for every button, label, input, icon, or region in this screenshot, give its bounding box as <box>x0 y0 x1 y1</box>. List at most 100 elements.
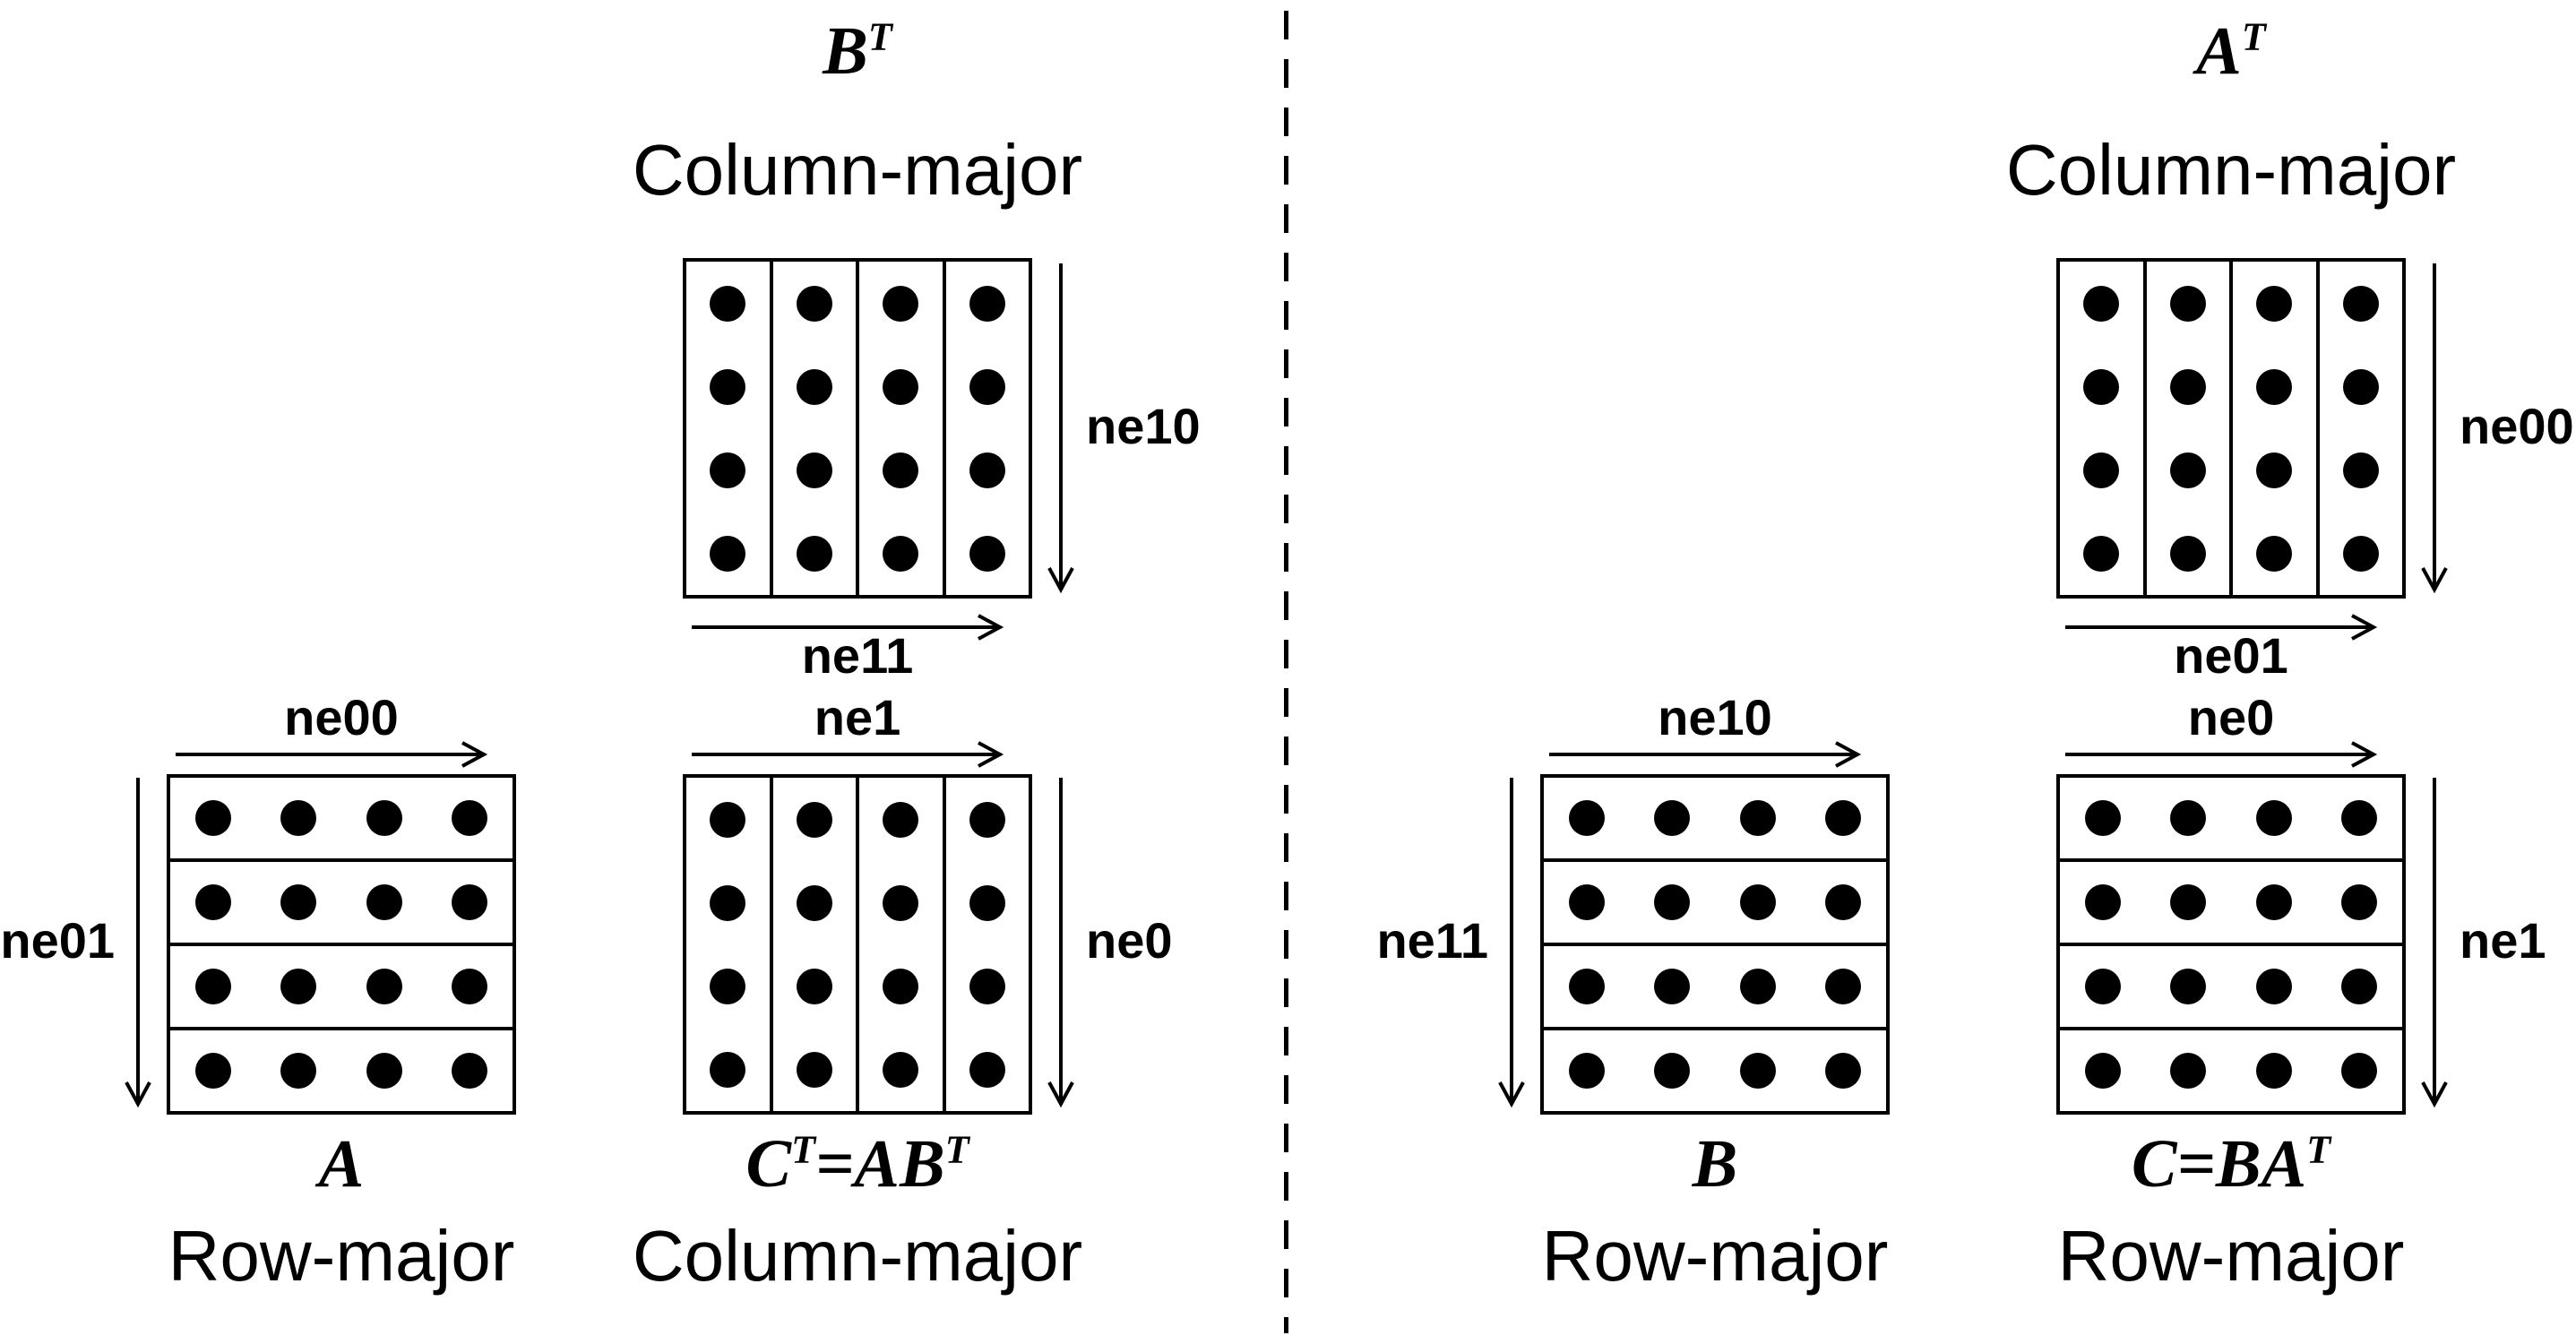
matrix-column <box>946 778 1030 1111</box>
matrix-element-dot <box>2341 1053 2378 1089</box>
matrix-element-dot <box>883 452 919 488</box>
matrix-element-dot <box>280 884 317 920</box>
matrix-element-dot <box>2341 969 2378 1004</box>
matrix-element-dot <box>2342 452 2379 488</box>
matrix-element-dot <box>1739 800 1776 836</box>
matrix-element-dot <box>969 1051 1005 1088</box>
matrix-title-at: AT <box>2007 15 2455 88</box>
matrix-row <box>1544 778 1886 862</box>
matrix-element-dot <box>452 969 488 1004</box>
matrix-row <box>2060 862 2402 946</box>
right-arrow-icon <box>692 614 1004 641</box>
axis-label-ne11: ne11 <box>1376 912 1488 969</box>
matrix-element-dot <box>2169 535 2206 572</box>
axis-label-ne00: ne00 <box>2460 398 2574 454</box>
matrix-title-bt: BT <box>633 13 1081 89</box>
matrix-column <box>859 262 946 595</box>
matrix-element-dot <box>1825 969 1862 1004</box>
matrix-element-dot <box>2083 535 2120 572</box>
down-arrow-icon <box>125 778 151 1108</box>
axis-label-ne0: ne0 <box>1086 912 1173 969</box>
matrix-element-dot <box>969 535 1005 572</box>
down-arrow-icon <box>2421 778 2448 1108</box>
matrix-element-dot <box>883 535 919 572</box>
matrix-element-dot <box>194 800 231 836</box>
matrix-element-dot <box>796 801 832 838</box>
matrix-row <box>2060 946 2402 1030</box>
matrix-element-dot <box>883 801 919 838</box>
matrix-element-dot <box>2084 884 2121 920</box>
matrix-element-dot <box>2342 535 2379 572</box>
matrix-element-dot <box>2256 535 2293 572</box>
matrix-element-dot <box>796 285 832 322</box>
matrix-element-dot <box>194 884 231 920</box>
matrix-element-dot <box>1825 800 1862 836</box>
matrix-column <box>2233 262 2320 595</box>
matrix-element-dot <box>796 452 832 488</box>
title-text: C=BA <box>2131 1126 2307 1202</box>
matrix-element-dot <box>1568 1053 1605 1089</box>
matrix-element-dot <box>2170 969 2207 1004</box>
matrix-element-dot <box>280 969 317 1004</box>
matrix-grid-c <box>2056 774 2406 1115</box>
matrix-element-dot <box>969 285 1005 322</box>
matrix-column <box>2060 262 2147 595</box>
matrix-grid-at <box>2056 258 2406 599</box>
matrix-column <box>773 262 859 595</box>
axis-label-ne1: ne1 <box>814 689 901 745</box>
matrix-element-dot <box>280 1053 317 1089</box>
matrix-element-dot <box>2341 800 2378 836</box>
matrix-row <box>170 1030 513 1111</box>
matrix-element-dot <box>194 1053 231 1089</box>
matrix-element-dot <box>2256 285 2293 322</box>
matrix-element-dot <box>1654 884 1691 920</box>
matrix-grid-ct <box>683 774 1032 1115</box>
down-arrow-icon <box>1047 263 1074 594</box>
matrix-element-dot <box>796 968 832 1004</box>
matrix-element-dot <box>796 368 832 405</box>
matrix-title-c: C=BAT <box>2007 1126 2455 1202</box>
matrix-element-dot <box>2255 1053 2292 1089</box>
matrix-element-dot <box>2084 800 2121 836</box>
matrix-element-dot <box>710 285 746 322</box>
matrix-element-dot <box>969 884 1005 921</box>
superscript-text: T <box>944 1127 969 1172</box>
right-arrow-icon <box>176 741 488 768</box>
matrix-element-dot <box>2341 884 2378 920</box>
superscript-text: T <box>791 1127 815 1172</box>
down-arrow-icon <box>2421 263 2448 594</box>
matrix-element-dot <box>452 884 488 920</box>
matrix-element-dot <box>710 1051 746 1088</box>
matrix-element-dot <box>1825 1053 1862 1089</box>
axis-label-ne01: ne01 <box>0 912 115 969</box>
title-text: =AB <box>815 1126 945 1202</box>
right-arrow-icon <box>2065 614 2378 641</box>
layout-label-a: Row-major <box>168 1216 515 1296</box>
matrix-row <box>1544 1030 1886 1111</box>
panel-divider <box>1284 11 1288 1333</box>
layout-label-ct: Column-major <box>632 1216 1083 1296</box>
down-arrow-icon <box>1498 778 1525 1108</box>
down-arrow-icon <box>1047 778 1074 1108</box>
matrix-column <box>2320 262 2403 595</box>
matrix-grid-a <box>167 774 516 1115</box>
axis-label-ne00: ne00 <box>284 689 399 745</box>
matrix-element-dot <box>2083 368 2120 405</box>
matrix-element-dot <box>969 968 1005 1004</box>
title-text: B <box>1692 1126 1738 1202</box>
matrix-element-dot <box>710 368 746 405</box>
matrix-element-dot <box>883 368 919 405</box>
matrix-element-dot <box>710 801 746 838</box>
matrix-element-dot <box>1654 800 1691 836</box>
matrix-element-dot <box>796 535 832 572</box>
title-text: B <box>823 13 868 89</box>
matrix-row <box>1544 862 1886 946</box>
right-arrow-icon <box>1549 741 1862 768</box>
matrix-element-dot <box>2169 285 2206 322</box>
matrix-row <box>1544 946 1886 1030</box>
matrix-element-dot <box>2083 452 2120 488</box>
matrix-element-dot <box>1739 969 1776 1004</box>
title-text: C <box>745 1126 792 1202</box>
matrix-element-dot <box>969 801 1005 838</box>
matrix-element-dot <box>1739 1053 1776 1089</box>
